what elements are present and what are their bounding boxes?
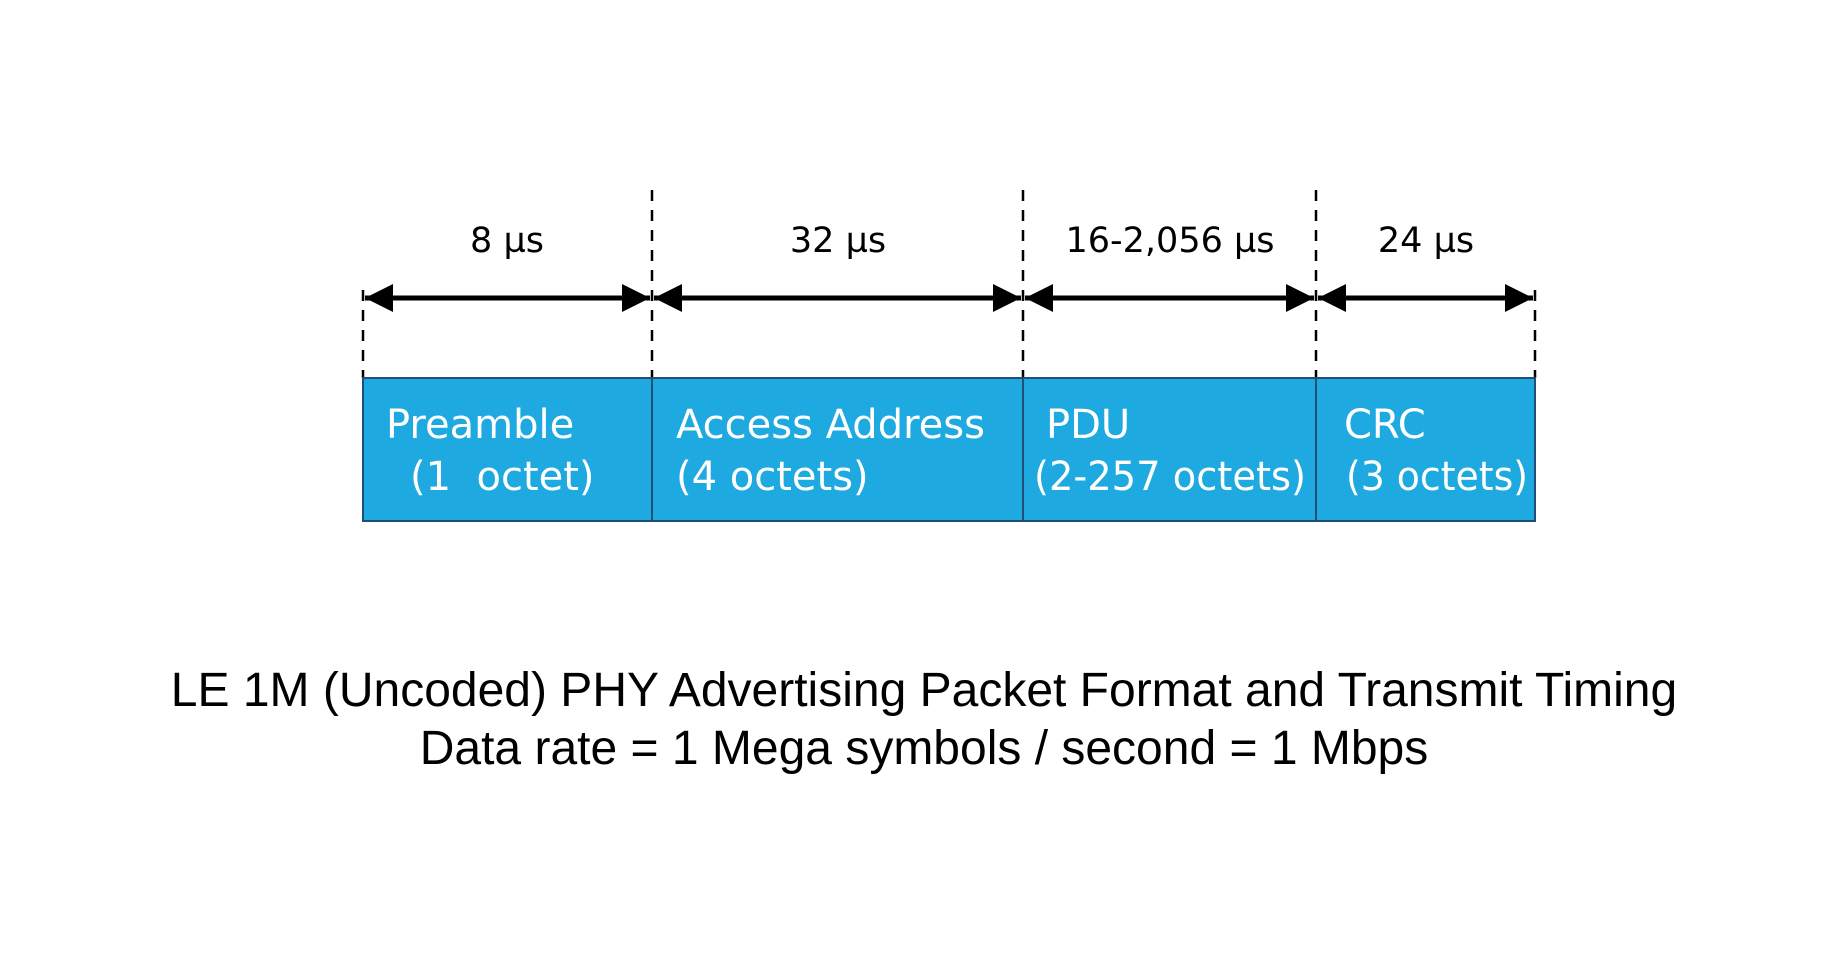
boundary-lines [361, 190, 1537, 378]
field-box-preamble [362, 377, 653, 522]
field-size-access-address: (4 octets) [676, 454, 869, 500]
duration-label-crc: 24 µs [1378, 221, 1474, 261]
field-size-pdu: (2-257 octets) [1034, 454, 1306, 500]
caption-title: LE 1M (Uncoded) PHY Advertising Packet F… [170, 664, 1678, 717]
duration-label-preamble: 8 µs [470, 221, 544, 261]
field-labels: Preamble (1 octet) Access Address (4 oct… [386, 402, 1528, 500]
duration-labels: 8 µs 32 µs 16-2,056 µs 24 µs [470, 221, 1474, 261]
field-box-crc [1315, 377, 1536, 522]
field-size-preamble: (1 octet) [410, 454, 595, 500]
field-name-crc: CRC [1344, 402, 1426, 448]
duration-label-pdu: 16-2,056 µs [1066, 221, 1275, 261]
field-name-preamble: Preamble [386, 402, 574, 448]
field-box-pdu [1022, 377, 1317, 522]
caption-subtitle: Data rate = 1 Mega symbols / second = 1 … [419, 722, 1429, 775]
duration-label-access-address: 32 µs [790, 221, 886, 261]
field-size-crc: (3 octets) [1346, 454, 1528, 500]
packet-fields [362, 377, 1536, 522]
field-name-access-address: Access Address [676, 402, 985, 448]
field-name-pdu: PDU [1046, 402, 1130, 448]
